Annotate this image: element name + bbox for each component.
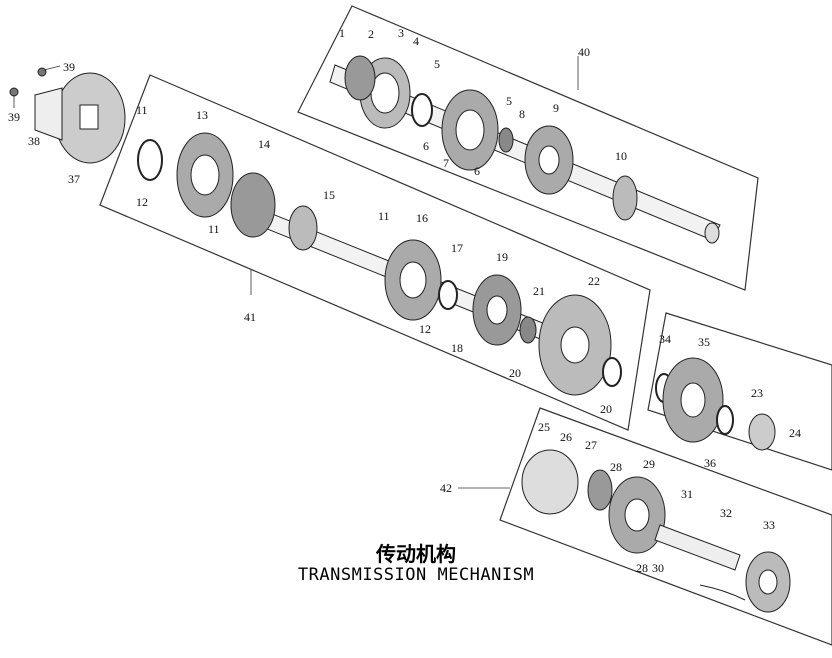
label-6a: 6 — [423, 139, 429, 153]
label-23: 23 — [751, 386, 763, 400]
label-32: 32 — [720, 506, 732, 520]
label-36: 36 — [704, 456, 716, 470]
label-37: 37 — [68, 172, 80, 186]
label-30: 30 — [652, 561, 664, 575]
label-34: 34 — [659, 332, 671, 346]
label-11c: 11 — [378, 209, 390, 223]
label-28b: 28 — [636, 561, 648, 575]
label-35: 35 — [698, 335, 710, 349]
group-frame-41 — [99, 74, 651, 431]
shaft-assembly-42 — [521, 449, 791, 613]
group-frame-40 — [297, 5, 759, 291]
label-24: 24 — [789, 426, 801, 440]
label-8: 8 — [519, 107, 525, 121]
label-12a: 12 — [136, 195, 148, 209]
label-27: 27 — [585, 438, 597, 452]
label-10: 10 — [615, 149, 627, 163]
label-39b: 39 — [8, 110, 20, 124]
label-5b: 5 — [506, 94, 512, 108]
label-41: 41 — [244, 310, 256, 324]
label-7: 7 — [443, 156, 449, 170]
label-11b: 11 — [208, 222, 220, 236]
label-39a: 39 — [63, 60, 75, 74]
label-31: 31 — [681, 487, 693, 501]
label-3: 3 — [398, 26, 404, 40]
label-5a: 5 — [434, 57, 440, 71]
label-21: 21 — [533, 284, 545, 298]
label-20a: 20 — [509, 366, 521, 380]
group-frame-42 — [499, 407, 832, 646]
group-frame-right — [647, 312, 832, 471]
label-28a: 28 — [610, 460, 622, 474]
label-40: 40 — [578, 45, 590, 59]
label-25: 25 — [538, 420, 550, 434]
label-13: 13 — [196, 108, 208, 122]
title-english: TRANSMISSION MECHANISM — [297, 565, 535, 585]
leader-lines — [13, 56, 579, 489]
part-labels: 1 2 3 4 5 5 6 6 7 8 9 10 11 11 11 12 12 … — [8, 26, 801, 575]
label-18: 18 — [451, 341, 463, 355]
label-26: 26 — [560, 430, 572, 444]
label-4: 4 — [413, 34, 419, 48]
label-38: 38 — [28, 134, 40, 148]
title-chinese: 传动机构 — [376, 542, 456, 566]
shaft-assembly-41 — [137, 132, 622, 396]
label-33: 33 — [763, 518, 775, 532]
label-1: 1 — [339, 26, 345, 40]
label-22: 22 — [588, 274, 600, 288]
label-19: 19 — [496, 250, 508, 264]
label-12b: 12 — [419, 322, 431, 336]
label-6b: 6 — [474, 164, 480, 178]
shaft-assembly-40 — [329, 55, 721, 244]
label-15: 15 — [323, 188, 335, 202]
label-20b: 20 — [600, 402, 612, 416]
label-14: 14 — [258, 137, 270, 151]
label-17: 17 — [451, 241, 463, 255]
gear-group-34-36 — [655, 357, 776, 451]
label-2: 2 — [368, 27, 374, 41]
label-29: 29 — [643, 457, 655, 471]
label-9: 9 — [553, 101, 559, 115]
label-16: 16 — [416, 211, 428, 225]
label-11a: 11 — [136, 103, 148, 117]
label-42: 42 — [440, 481, 452, 495]
sprocket-37 — [9, 67, 126, 164]
